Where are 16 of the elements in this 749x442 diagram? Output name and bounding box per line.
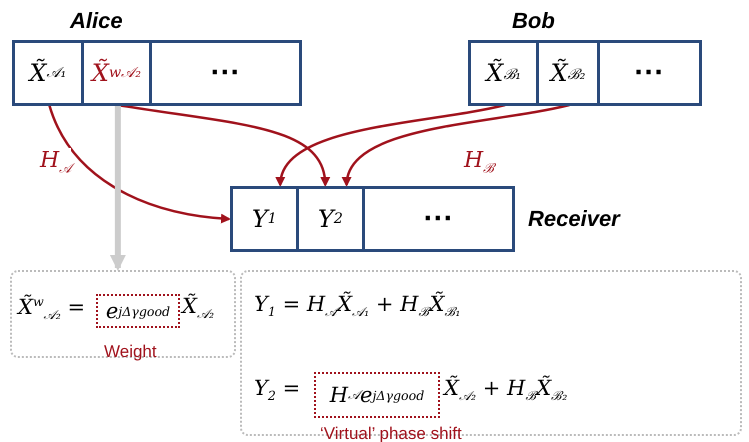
- ellipsis-cell: ···: [365, 189, 512, 249]
- arrow: [343, 104, 570, 187]
- party-heading: Alice: [70, 8, 123, 34]
- arrow: [110, 105, 126, 271]
- ellipsis-cell: ···: [600, 43, 699, 103]
- equation-text: X̃$_{𝒜₂}$ + H$_{ℬ}$X̃$_{ℬ₂}$: [444, 376, 568, 404]
- party-heading: Receiver: [528, 206, 620, 232]
- equation-text: X̃$_{𝒜₂}$: [182, 294, 214, 322]
- equation-text: Y$_{2}$ =: [254, 376, 300, 404]
- party-heading: Bob: [512, 8, 555, 34]
- highlight-caption: Weight: [104, 342, 157, 362]
- arrow: [277, 104, 506, 187]
- ellipsis-cell: ···: [152, 43, 299, 103]
- equation-text: X̃$^{w}$$_{𝒜₂}$ =: [18, 294, 86, 324]
- arrow: [48, 104, 231, 224]
- highlight-box: e$^{jΔγgood}$: [96, 294, 180, 328]
